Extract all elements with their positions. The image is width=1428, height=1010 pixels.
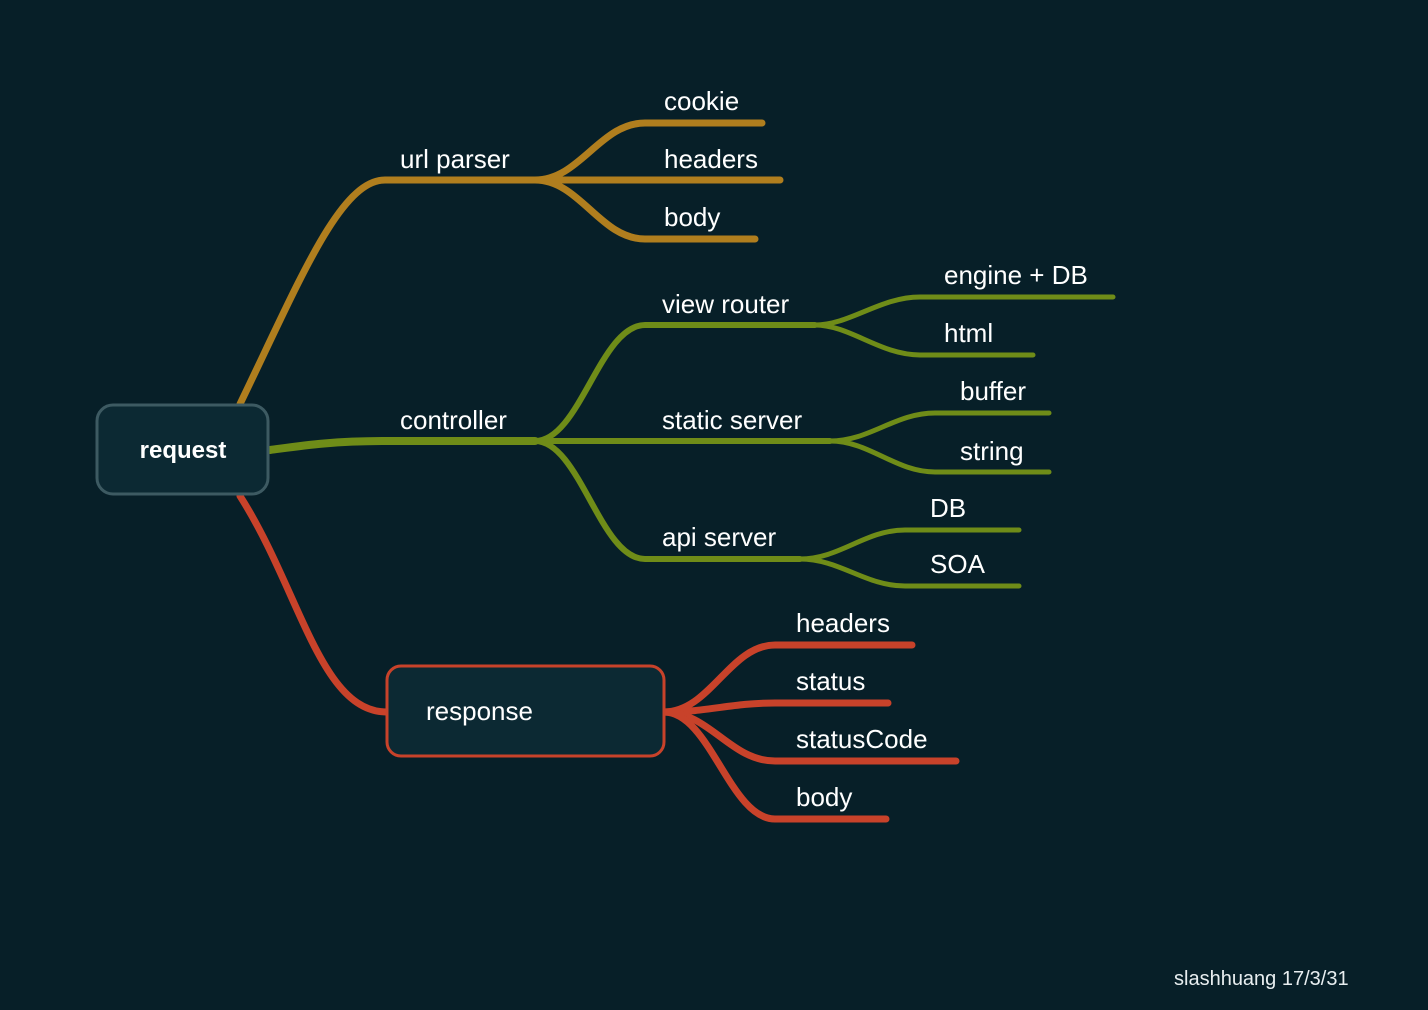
edge-controller-view-router [532,322,818,444]
edge-url-parser-body [531,176,759,243]
edges [236,119,1116,823]
edge-response-status [660,699,892,716]
request-body-label[interactable]: body [664,202,720,232]
response-branch-edges [236,492,960,823]
api-server-label[interactable]: api server [662,522,776,552]
edge-response-body [660,708,890,823]
request-headers-label[interactable]: headers [664,144,758,174]
response-headers-label[interactable]: headers [796,608,890,638]
edge-api-server-soa [797,556,1022,589]
response-body-label[interactable]: body [796,782,852,812]
engine-db-label[interactable]: engine + DB [944,260,1088,290]
status-label[interactable]: status [796,666,865,696]
edge-root-controller [266,437,539,454]
string-label[interactable]: string [960,436,1024,466]
soa-label[interactable]: SOA [930,549,986,579]
static-server-label[interactable]: static server [662,405,802,435]
edge-static-server-string [827,438,1052,475]
db-label[interactable]: DB [930,493,966,523]
edge-root-url-parser [236,176,539,408]
root-node-label: request [140,437,227,464]
edge-api-server-db [797,527,1022,562]
controller-branch-edges [266,294,1116,589]
edge-view-router-html [812,322,1036,358]
controller-label[interactable]: controller [400,405,507,435]
response-node-box[interactable] [385,664,666,758]
url-parser-branch-edges [236,119,784,408]
author-date-footer: slashhuang 17/3/31 [1174,968,1349,990]
cookie-label[interactable]: cookie [664,86,739,116]
status-code-label[interactable]: statusCode [796,724,928,754]
html-label[interactable]: html [944,318,993,348]
response-node-label: response [426,696,533,726]
edge-controller-api-server [532,438,803,562]
buffer-label[interactable]: buffer [960,376,1026,406]
view-router-label[interactable]: view router [662,289,789,319]
edge-root-response [236,492,391,716]
url-parser-label[interactable]: url parser [400,144,510,174]
root-node-box[interactable] [95,403,270,496]
